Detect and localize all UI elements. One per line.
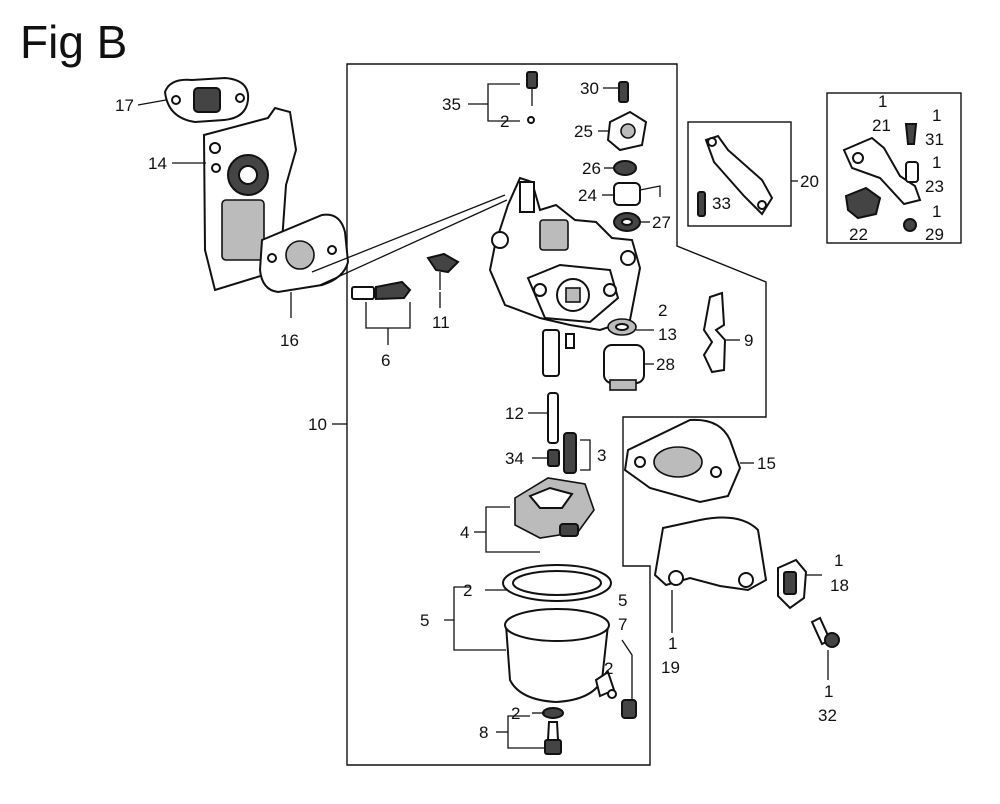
part-6-adjust-screw[interactable] — [351, 280, 412, 301]
label-13: 13 — [658, 325, 677, 344]
label-31: 31 — [925, 130, 944, 149]
part-25-cover[interactable] — [606, 110, 648, 152]
part-18-clip[interactable] — [777, 558, 808, 610]
part-30-screw[interactable] — [618, 81, 629, 103]
label-11: 11 — [432, 313, 450, 332]
label-26: 26 — [582, 159, 601, 178]
label-19: 19 — [661, 658, 680, 677]
label-28: 28 — [656, 355, 675, 374]
label-16: 16 — [280, 331, 299, 350]
part-3-drain-screw[interactable] — [563, 432, 577, 474]
label-30: 30 — [580, 79, 599, 98]
part-34-main-jet[interactable] — [547, 449, 560, 467]
part-20-choke-lever[interactable] — [704, 134, 774, 216]
label-10: 10 — [308, 415, 327, 434]
label-6: 6 — [381, 351, 390, 370]
label-14: 14 — [148, 154, 167, 173]
part-17-gasket[interactable] — [163, 76, 250, 124]
label-24: 24 — [578, 186, 597, 205]
group-20-frame — [687, 121, 792, 227]
part-21-governor-arm[interactable] — [842, 136, 922, 206]
label-7-qty: 2 — [604, 659, 613, 678]
label-33: 33 — [712, 194, 731, 213]
part-11-pilot-jet[interactable] — [426, 252, 460, 290]
part-22-spring[interactable] — [844, 186, 882, 220]
part-19-plate[interactable] — [653, 516, 768, 592]
label-17: 17 — [115, 96, 134, 115]
part-31-screw[interactable] — [904, 123, 918, 145]
label-23-qty: 1 — [932, 153, 941, 172]
label-13-qty: 2 — [658, 301, 667, 320]
label-35: 35 — [442, 95, 461, 114]
part-35-screw[interactable] — [526, 71, 538, 124]
part-32-bolt[interactable] — [810, 616, 840, 648]
label-12: 12 — [505, 404, 524, 423]
label-29: 29 — [925, 225, 944, 244]
label-8: 8 — [479, 723, 488, 742]
label-18: 18 — [830, 576, 849, 595]
label-15: 15 — [757, 454, 776, 473]
label-29-qty: 1 — [932, 202, 941, 221]
label-31-qty: 1 — [932, 106, 941, 125]
part-8-bolt[interactable] — [542, 707, 564, 755]
part-29-nut[interactable] — [903, 218, 917, 232]
label-9: 9 — [744, 331, 753, 350]
label-8-qty: 2 — [511, 704, 520, 723]
part-24-piston[interactable] — [613, 182, 661, 206]
part-26-spring[interactable] — [613, 160, 637, 176]
part-4-float[interactable] — [514, 477, 595, 539]
label-20: 20 — [800, 172, 819, 191]
label-21-qty: 1 — [878, 92, 887, 111]
carburetor-assembly-frame — [346, 63, 767, 766]
part-33-screw[interactable] — [697, 191, 706, 217]
label-22: 22 — [849, 225, 868, 244]
label-7: 7 — [618, 615, 627, 634]
part-23-spring[interactable] — [905, 161, 919, 183]
part-5-float-bowl[interactable] — [502, 564, 616, 704]
label-5-right: 5 — [618, 591, 627, 610]
label-32: 32 — [818, 706, 837, 725]
part-15-insulator[interactable] — [623, 418, 742, 504]
label-25: 25 — [574, 122, 593, 141]
part-10-carburetor-body[interactable] — [488, 176, 642, 377]
part-13-o-ring[interactable] — [607, 318, 637, 336]
label-21: 21 — [872, 116, 891, 135]
part-7-drain-screw[interactable] — [607, 689, 637, 719]
label-34: 34 — [505, 449, 524, 468]
label-19-qty: 1 — [668, 634, 677, 653]
figure-title: Fig B — [20, 16, 127, 68]
part-12-main-nozzle[interactable] — [547, 392, 559, 444]
governor-group-frame — [826, 92, 962, 244]
label-4: 4 — [460, 523, 469, 542]
label-23: 23 — [925, 177, 944, 196]
label-35-qty: 2 — [500, 112, 509, 131]
label-18-qty: 1 — [834, 551, 843, 570]
label-3: 3 — [597, 446, 606, 465]
label-5-qty: 2 — [463, 581, 472, 600]
part-27-o-ring[interactable] — [613, 212, 641, 232]
label-5: 5 — [420, 611, 429, 630]
label-27: 27 — [652, 213, 671, 232]
part-28-solenoid[interactable] — [603, 344, 645, 391]
label-32-qty: 1 — [824, 682, 833, 701]
part-9-lever[interactable] — [702, 291, 727, 374]
